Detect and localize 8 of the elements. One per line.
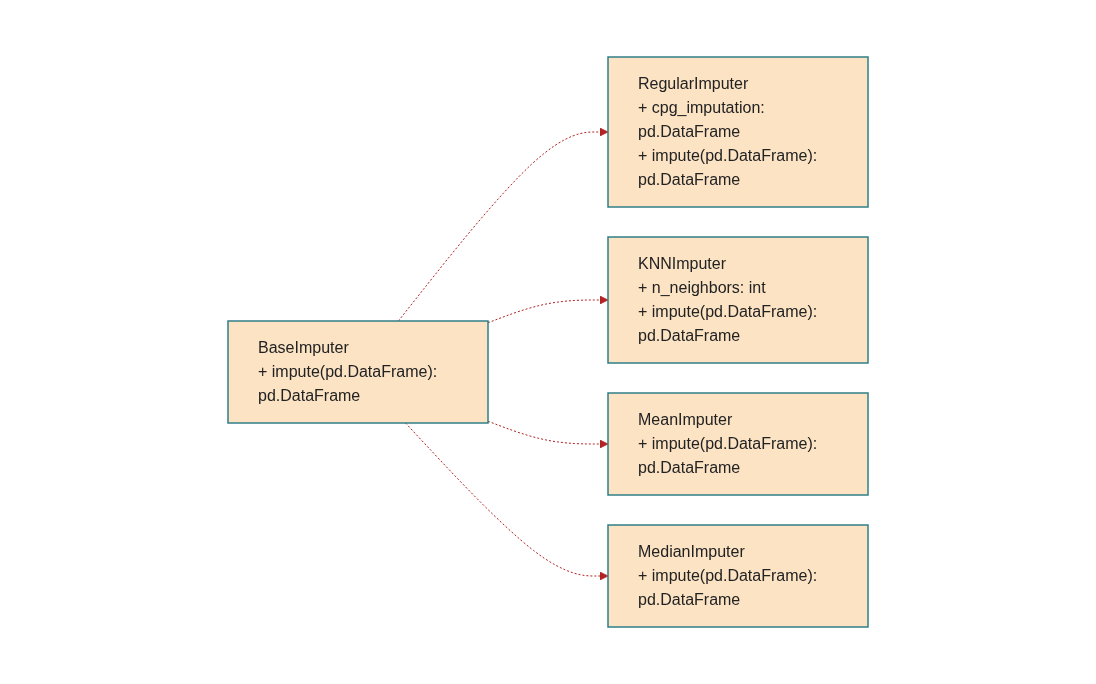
node-box: MeanImputer + impute(pd.DataFrame): pd.DataFrame: [607, 392, 869, 496]
node-box: RegularImputer + cpg_imputation: pd.DataFrame + impute(pd.DataFrame): pd.DataFrame: [607, 56, 869, 208]
node-box: KNNImputer + n_neighbors: int + impute(pd.DataFrame): pd.DataFrame: [607, 236, 869, 364]
arrow: [487, 420, 609, 449]
arrow: [397, 127, 609, 322]
node-box: MedianImputer + impute(pd.DataFrame): pd.DataFrame: [607, 524, 869, 628]
node-box: BaseImputer + impute(pd.DataFrame): pd.DataFrame: [227, 320, 489, 424]
arrow: [405, 422, 609, 581]
